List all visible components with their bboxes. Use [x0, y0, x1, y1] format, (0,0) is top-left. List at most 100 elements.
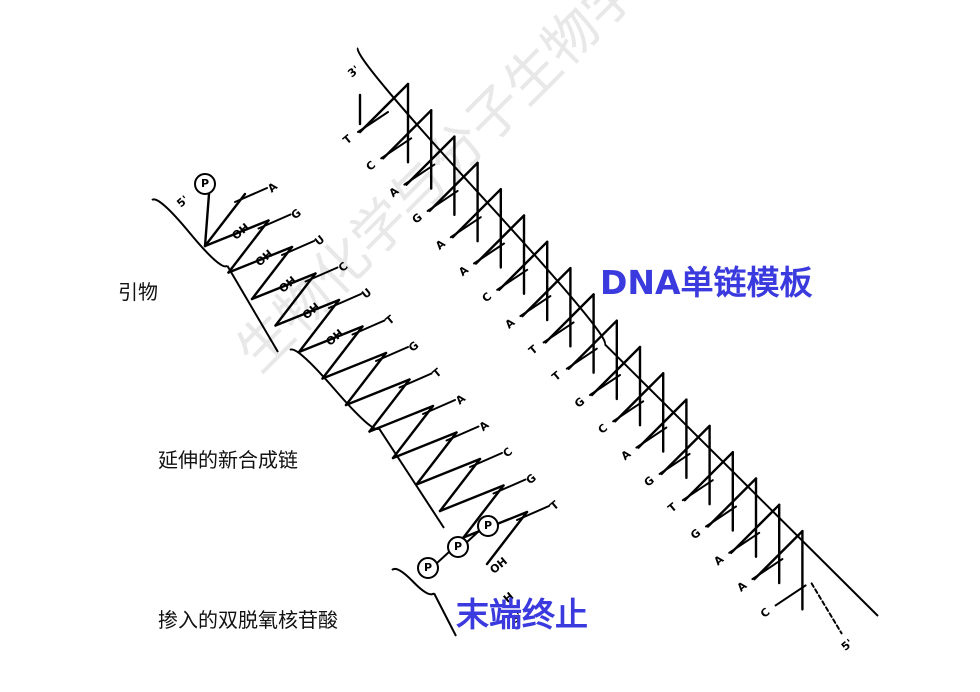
template-base-letter: A — [711, 552, 726, 568]
new-base-letter: A — [265, 180, 280, 196]
template-backbone-segment — [382, 109, 433, 160]
template-strand-label: DNA单链模板 — [600, 263, 813, 302]
template-base-bond — [612, 400, 645, 423]
ddntp-phosphate-circle — [447, 536, 469, 558]
ddntp-phosphate-circle — [417, 557, 439, 579]
template-brace — [356, 47, 879, 617]
template-base-letter: G — [642, 474, 657, 490]
template-3prime-label: 3' — [345, 63, 362, 80]
template-base-bond — [519, 295, 552, 318]
template-backbone-segment — [753, 529, 804, 581]
new-backbone-segment — [250, 245, 294, 301]
template-base-bond — [635, 426, 668, 449]
new-backbone-segment — [274, 298, 341, 327]
new-chain-brace — [289, 348, 445, 529]
primer-link — [203, 192, 211, 248]
ddntp-phosphate-letter: P — [484, 519, 492, 532]
template-base-letter: C — [758, 605, 773, 620]
new-backbone-segment — [227, 245, 294, 274]
template-base-bond — [357, 111, 389, 133]
template-backbone-segment — [683, 451, 734, 502]
new-base-letter: G — [524, 471, 539, 487]
new-base-letter: A — [477, 418, 492, 434]
new-base-letter: G — [289, 206, 304, 222]
template-backbone-segment — [498, 240, 549, 291]
new-backbone-segment — [368, 404, 435, 433]
primer-phosphate-circle — [194, 173, 216, 195]
new-base-bond — [398, 372, 433, 389]
new-base-bond — [492, 478, 527, 495]
template-base-bond — [728, 531, 761, 554]
new-base-letter: C — [500, 445, 515, 460]
template-backbone-segment — [474, 214, 526, 265]
ddntp-phosphate-letter: P — [454, 540, 462, 553]
new-backbone-segment — [462, 484, 505, 539]
template-backbone-segment — [590, 345, 642, 397]
primer-hydroxyl-label: OH — [276, 274, 299, 296]
new-backbone-segment — [321, 325, 364, 380]
template-backbone-segment — [544, 293, 595, 344]
primer-hydroxyl-label: OH — [300, 300, 323, 322]
primer-5prime-label: 5' — [174, 193, 191, 210]
template-dotted-end — [810, 582, 843, 635]
new-base-letter: U — [359, 286, 374, 302]
primer-label: 引物 — [118, 280, 158, 304]
template-base-letter: A — [735, 579, 750, 595]
new-base-letter: G — [406, 339, 421, 355]
new-backbone-segment — [344, 378, 411, 407]
new-base-bond — [234, 187, 268, 203]
template-base-letter: T — [665, 500, 679, 515]
template-base-bond — [774, 584, 807, 607]
template-base-bond — [380, 137, 413, 160]
template-base-letter: A — [433, 237, 448, 253]
template-base-bond — [403, 163, 436, 186]
new-backbone-segment — [368, 378, 411, 433]
template-base-bond — [542, 321, 575, 344]
template-base-letter: C — [596, 421, 611, 436]
new-backbone-segment — [415, 431, 458, 486]
template-backbone-segment — [358, 82, 410, 134]
template-backbone-segment — [730, 503, 781, 554]
chain-termination-label: 末端终止 — [456, 595, 588, 634]
primer-hydroxyl-label: OH — [229, 221, 252, 243]
new-backbone-segment — [485, 510, 529, 566]
template-base-letter: T — [526, 342, 540, 357]
template-backbone-segment — [451, 187, 502, 239]
primer-brace — [151, 198, 279, 353]
template-base-bond — [496, 268, 529, 291]
template-base-bond — [449, 216, 482, 239]
new-backbone-segment — [391, 404, 435, 460]
template-base-letter: A — [456, 263, 471, 279]
new-base-bond — [469, 452, 503, 468]
primer-hydroxyl-label: OH — [323, 327, 346, 349]
template-backbone-segment — [428, 161, 479, 213]
template-base-letter: C — [364, 158, 379, 173]
new-backbone-segment — [227, 219, 270, 274]
template-base-bond — [426, 189, 459, 212]
new-backbone-segment — [438, 457, 482, 513]
primer-phosphate-letter: P — [201, 177, 209, 190]
template-base-bond — [589, 374, 621, 396]
new-backbone-segment — [438, 484, 505, 513]
template-base-letter: G — [688, 526, 703, 542]
template-backbone-segment — [614, 372, 665, 423]
new-base-letter: T — [548, 498, 562, 513]
new-base-letter: T — [383, 312, 397, 327]
new-backbone-segment — [203, 192, 247, 248]
new-base-letter: A — [453, 392, 468, 408]
template-base-bond — [565, 347, 598, 370]
new-base-bond — [257, 213, 292, 230]
template-base-bond — [751, 558, 784, 581]
new-backbone-segment — [297, 325, 364, 354]
new-backbone-segment — [203, 219, 270, 248]
template-base-letter: G — [410, 211, 425, 227]
new-backbone-segment — [250, 272, 317, 301]
template-base-letter: A — [387, 184, 402, 200]
new-backbone-segment — [297, 298, 341, 354]
template-base-letter: G — [572, 395, 587, 411]
ddntp-phosphate-letter: P — [424, 561, 432, 574]
new-base-bond — [375, 346, 409, 362]
template-base-bond — [705, 505, 737, 528]
